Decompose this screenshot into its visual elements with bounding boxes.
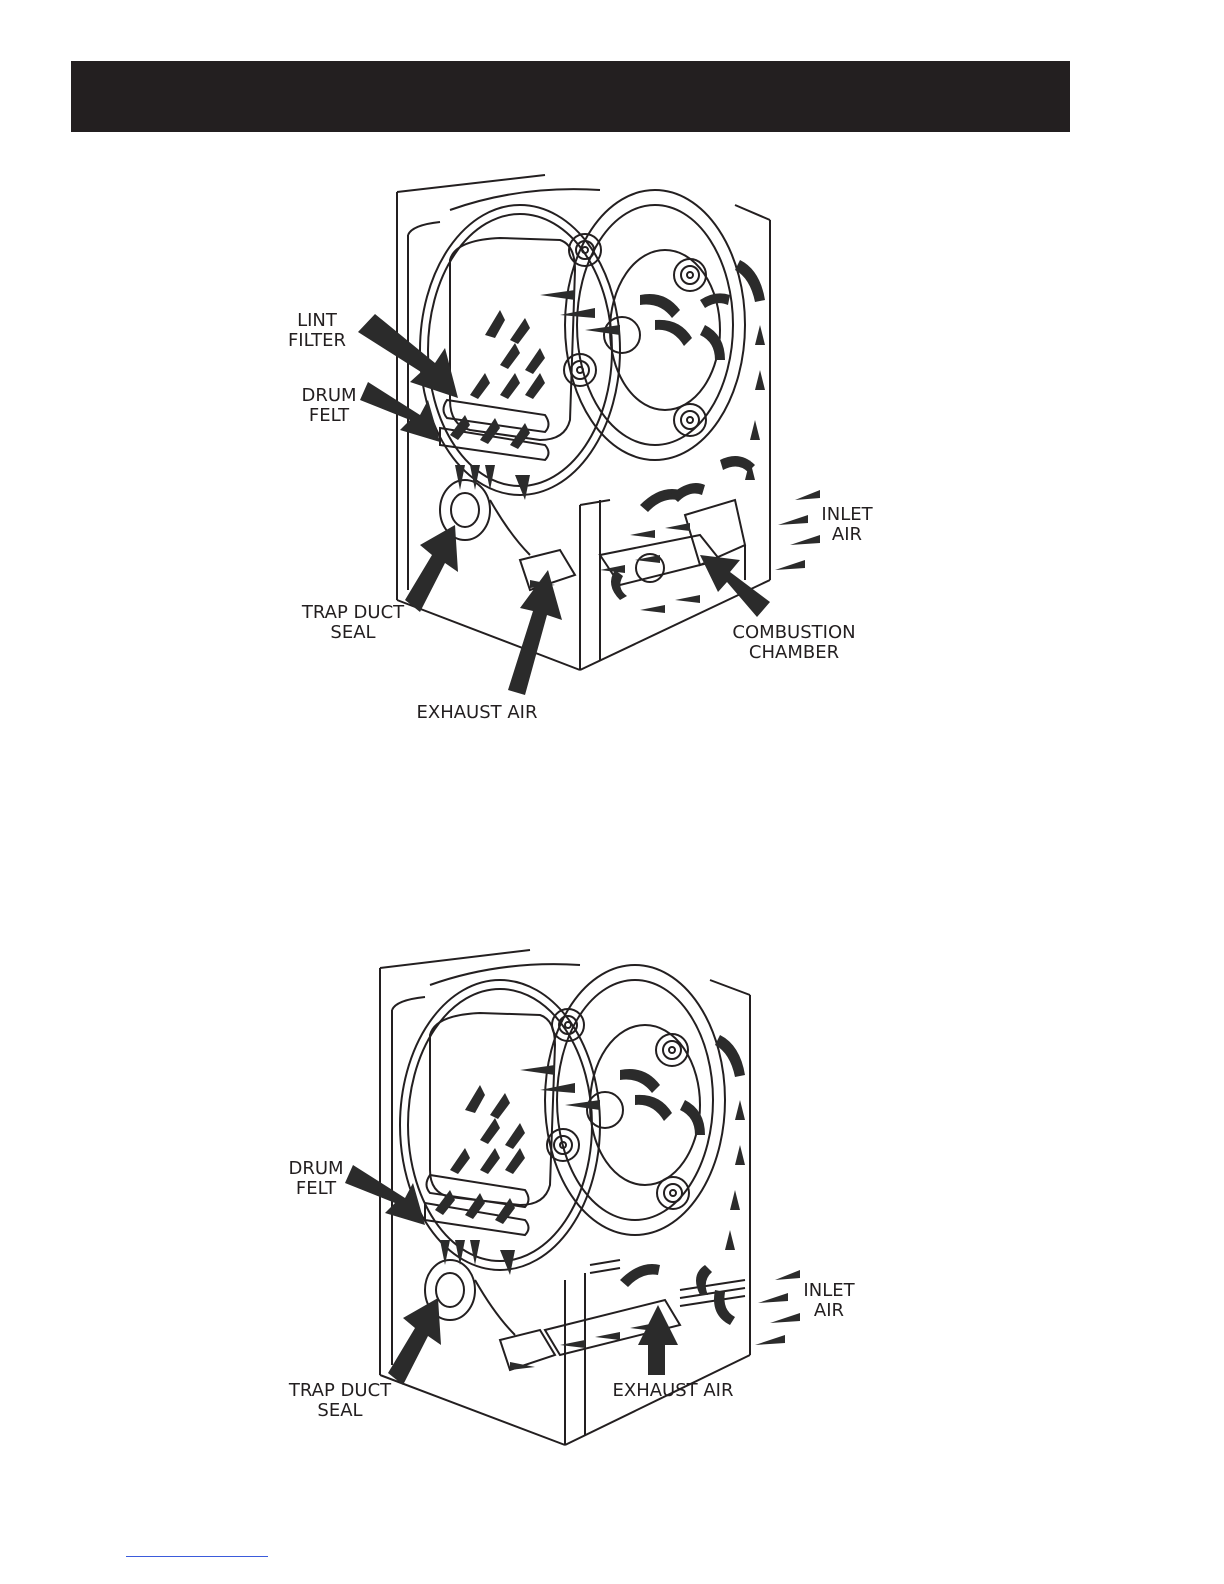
dryer-illustration-gas — [0, 160, 1224, 740]
label-drum-felt: DRUM FELT — [301, 386, 356, 426]
label-drum-felt-bottom: DRUM FELT — [288, 1159, 343, 1199]
airflow-diagram-electric: DRUM FELT INLET AIR TRAP DUCT SEAL EXHAU… — [0, 935, 1224, 1460]
label-exhaust-air: EXHAUST AIR — [417, 703, 538, 723]
label-combustion-chamber: COMBUSTION CHAMBER — [732, 623, 855, 663]
header-bar — [71, 61, 1070, 132]
label-trap-duct-seal: TRAP DUCT SEAL — [302, 603, 404, 643]
label-inlet-air-bottom: INLET AIR — [803, 1281, 854, 1321]
label-inlet-air: INLET AIR — [821, 505, 872, 545]
airflow-diagram-gas: LINT FILTER DRUM FELT INLET AIR TRAP DUC… — [0, 160, 1224, 740]
label-lint-filter: LINT FILTER — [288, 311, 346, 351]
label-trap-duct-seal-bottom: TRAP DUCT SEAL — [289, 1381, 391, 1421]
footer-link-underline — [126, 1556, 268, 1557]
label-exhaust-air-bottom: EXHAUST AIR — [613, 1381, 734, 1401]
